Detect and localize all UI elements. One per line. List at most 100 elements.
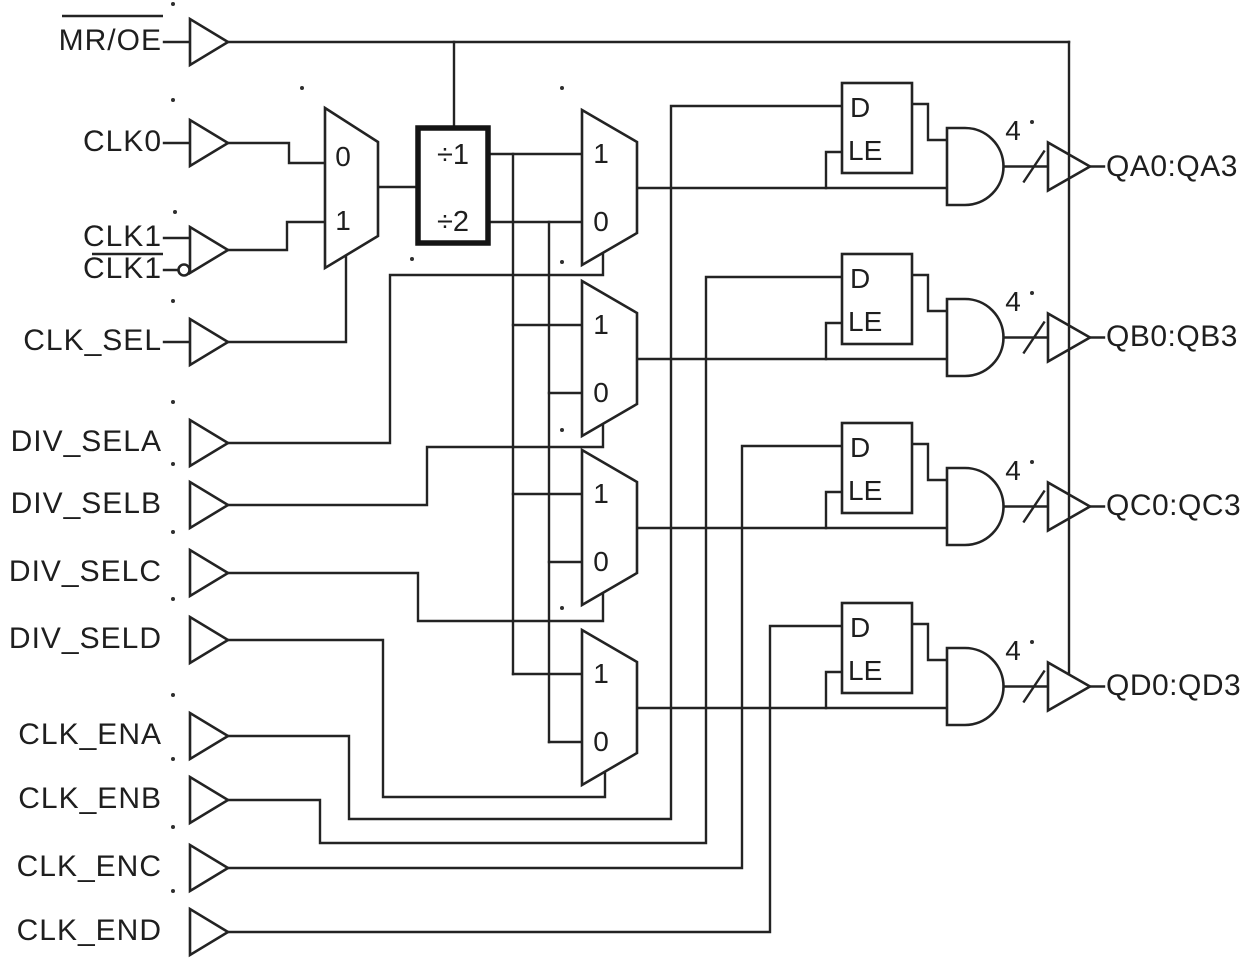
net-div-sel [226, 251, 607, 799]
bank-a-bus-slash [1022, 149, 1046, 184]
net-clk-sel [162, 250, 348, 344]
clk1-to-mux-wire [226, 220, 327, 252]
bank-c-mux-in0-label: 0 [593, 546, 609, 577]
bank-c-bus-slash [1022, 489, 1046, 524]
div-selb-buffer [188, 479, 231, 531]
clock-mux-in1-label: 1 [335, 205, 351, 236]
port-label-qc: QC0:QC3 [1106, 489, 1241, 522]
bank-c-latch-out-wire [910, 442, 949, 482]
clk0-to-mux-wire [226, 141, 327, 165]
bank-b-latch [840, 252, 914, 346]
port-label-mr-oe: MR/OE [59, 24, 162, 57]
port-label-clk-enb: CLK_ENB [18, 782, 162, 815]
bank-b-mux-in0-label: 0 [593, 377, 609, 408]
div-selc-buffer [188, 547, 231, 599]
port-label-clk-sel: CLK_SEL [23, 324, 162, 357]
bank-a-mux [580, 107, 639, 268]
net-div1 [485, 152, 584, 676]
bank-b-latch-le-label: LE [848, 306, 882, 337]
bank-mux-labels: 1 0 1 0 1 0 1 0 [593, 138, 609, 757]
port-label-clk0: CLK0 [83, 125, 162, 158]
scan-specks [171, 2, 1034, 893]
bank-d-mux [580, 627, 639, 788]
divider-block [415, 125, 491, 246]
clk-enb-wire [226, 275, 844, 845]
bank-a-and-gate [945, 126, 1005, 207]
port-label-qa: QA0:QA3 [1106, 150, 1238, 183]
bank-d-and-gate [945, 646, 1005, 727]
bank-a-latch-d-label: D [850, 92, 870, 123]
clk-ena-wire [226, 104, 844, 821]
port-label-div-selc: DIV_SELC [9, 555, 162, 588]
bank-b-bus-slash [1022, 320, 1046, 355]
net-mr-oe [162, 40, 1071, 130]
and-output-wires [1000, 149, 1050, 704]
bank-c-latch-le-label: LE [848, 475, 882, 506]
bank-c-mux-in1-label: 1 [593, 478, 609, 509]
div-selb-wire [226, 422, 605, 507]
input-buffers [177, 16, 231, 958]
latch-le-wires [824, 150, 844, 710]
bank-d-bus-slash [1022, 669, 1046, 704]
port-label-clk1-n: CLK1 [83, 252, 162, 285]
bank-clock-wires [635, 186, 949, 710]
bank-b-latch-d-label: D [850, 263, 870, 294]
divider-by2-label: ÷2 [437, 206, 469, 238]
bank-a-le-wire [824, 150, 844, 190]
port-label-qd: QD0:QD3 [1106, 669, 1241, 702]
bank-c-latch [840, 421, 914, 515]
port-label-clk-enc: CLK_ENC [17, 850, 162, 883]
bank-b-le-wire [824, 321, 844, 361]
bank-d-mux-in0-label: 0 [593, 726, 609, 757]
bank-a-latch [840, 81, 914, 175]
port-label-div-selb: DIV_SELB [11, 487, 162, 520]
clock-select-mux [323, 105, 380, 271]
clk0-buffer [188, 117, 231, 169]
clk1-invert-bubble [177, 263, 191, 277]
bank-d-bus-width-label: 4 [1005, 635, 1021, 666]
input-port-labels: MR/OE CLK0 CLK1 CLK1 CLK_SEL DIV_SELA DI… [9, 14, 163, 947]
latch-output-wires [910, 102, 949, 662]
port-label-div-sela: DIV_SELA [11, 425, 162, 458]
clk-end-buffer [188, 906, 231, 958]
bank-b-and-gate [945, 297, 1005, 378]
bank-d-le-wire [824, 670, 844, 710]
bank-a-latch-out-wire [910, 102, 949, 142]
bank-a-bus-width-label: 4 [1005, 115, 1021, 146]
clk-enc-wire [226, 444, 844, 870]
div-sela-wire [226, 251, 605, 445]
clk1-buffer [188, 224, 231, 276]
bank-b-bus-width-label: 4 [1005, 286, 1021, 317]
port-label-clk-ena: CLK_ENA [18, 718, 162, 751]
div-sela-buffer [188, 417, 231, 469]
mr-oe-buffer [188, 16, 231, 68]
div-selc-wire [226, 571, 605, 623]
clk-ena-buffer [188, 710, 231, 762]
bank-a-mux-in1-label: 1 [593, 138, 609, 169]
clk-enb-buffer [188, 774, 231, 826]
output-port-labels: QA0:QA3 QB0:QB3 QC0:QC3 QD0:QD3 [1106, 150, 1241, 702]
clock-mux-labels: 0 1 [335, 141, 351, 236]
bank-c-mux [580, 447, 639, 608]
bank-d-latch [840, 601, 914, 695]
bank-d-latch-le-label: LE [848, 655, 882, 686]
bank-b-mux-in1-label: 1 [593, 309, 609, 340]
divider-by1-label: ÷1 [437, 139, 469, 171]
bank-c-bus-width-label: 4 [1005, 455, 1021, 486]
bank-a-latch-le-label: LE [848, 135, 882, 166]
clk-sel-buffer [188, 316, 231, 368]
port-label-div-seld: DIV_SELD [9, 622, 162, 655]
latch-labels: D LE D LE D LE D LE [848, 92, 882, 686]
output-port-wires [1088, 165, 1106, 688]
port-label-clk1: CLK1 [83, 220, 162, 253]
div-seld-buffer [188, 614, 231, 666]
bank-c-le-wire [824, 490, 844, 530]
clock-mux-in0-label: 0 [335, 141, 351, 172]
port-label-clk-end: CLK_END [17, 914, 162, 947]
clk-sel-select-wire [226, 250, 348, 344]
bank-d-mux-in1-label: 1 [593, 658, 609, 689]
net-clk0 [162, 141, 327, 165]
divider-labels: ÷1 ÷2 [437, 139, 469, 238]
